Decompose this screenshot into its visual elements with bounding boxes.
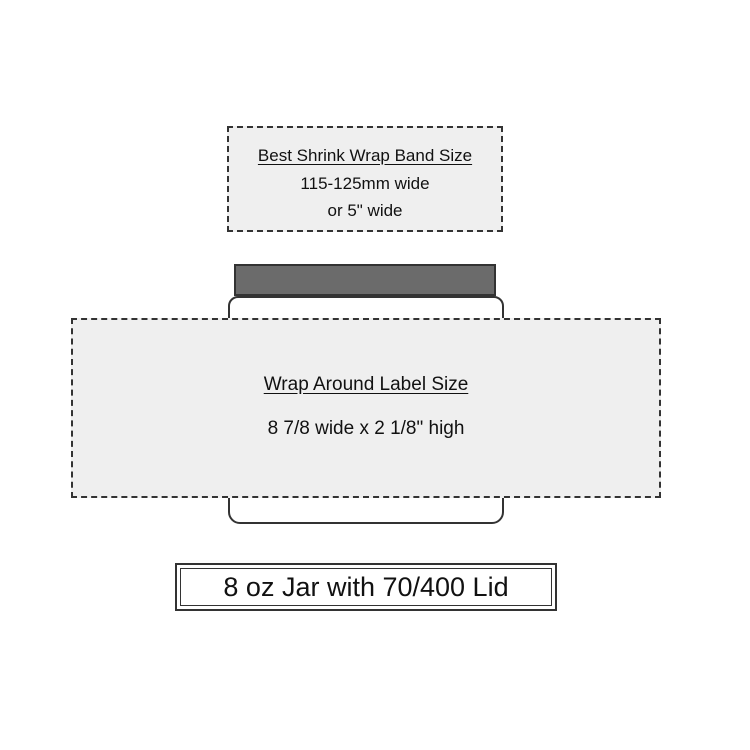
jar-caption-frame: 8 oz Jar with 70/400 Lid: [175, 563, 557, 611]
shrink-band-title: Best Shrink Wrap Band Size: [257, 146, 473, 165]
shrink-band-callout: Best Shrink Wrap Band Size 115-125mm wid…: [227, 126, 503, 232]
wrap-label-callout: Wrap Around Label Size 8 7/8 wide x 2 1/…: [71, 318, 661, 498]
shrink-band-width-inch: or 5" wide: [327, 201, 403, 220]
shrink-band-width-mm: 115-125mm wide: [300, 174, 430, 193]
wrap-label-title: Wrap Around Label Size: [263, 374, 469, 395]
jar-lid: [234, 264, 496, 296]
jar-caption: 8 oz Jar with 70/400 Lid: [180, 568, 552, 606]
wrap-label-dimensions: 8 7/8 wide x 2 1/8" high: [267, 418, 465, 439]
